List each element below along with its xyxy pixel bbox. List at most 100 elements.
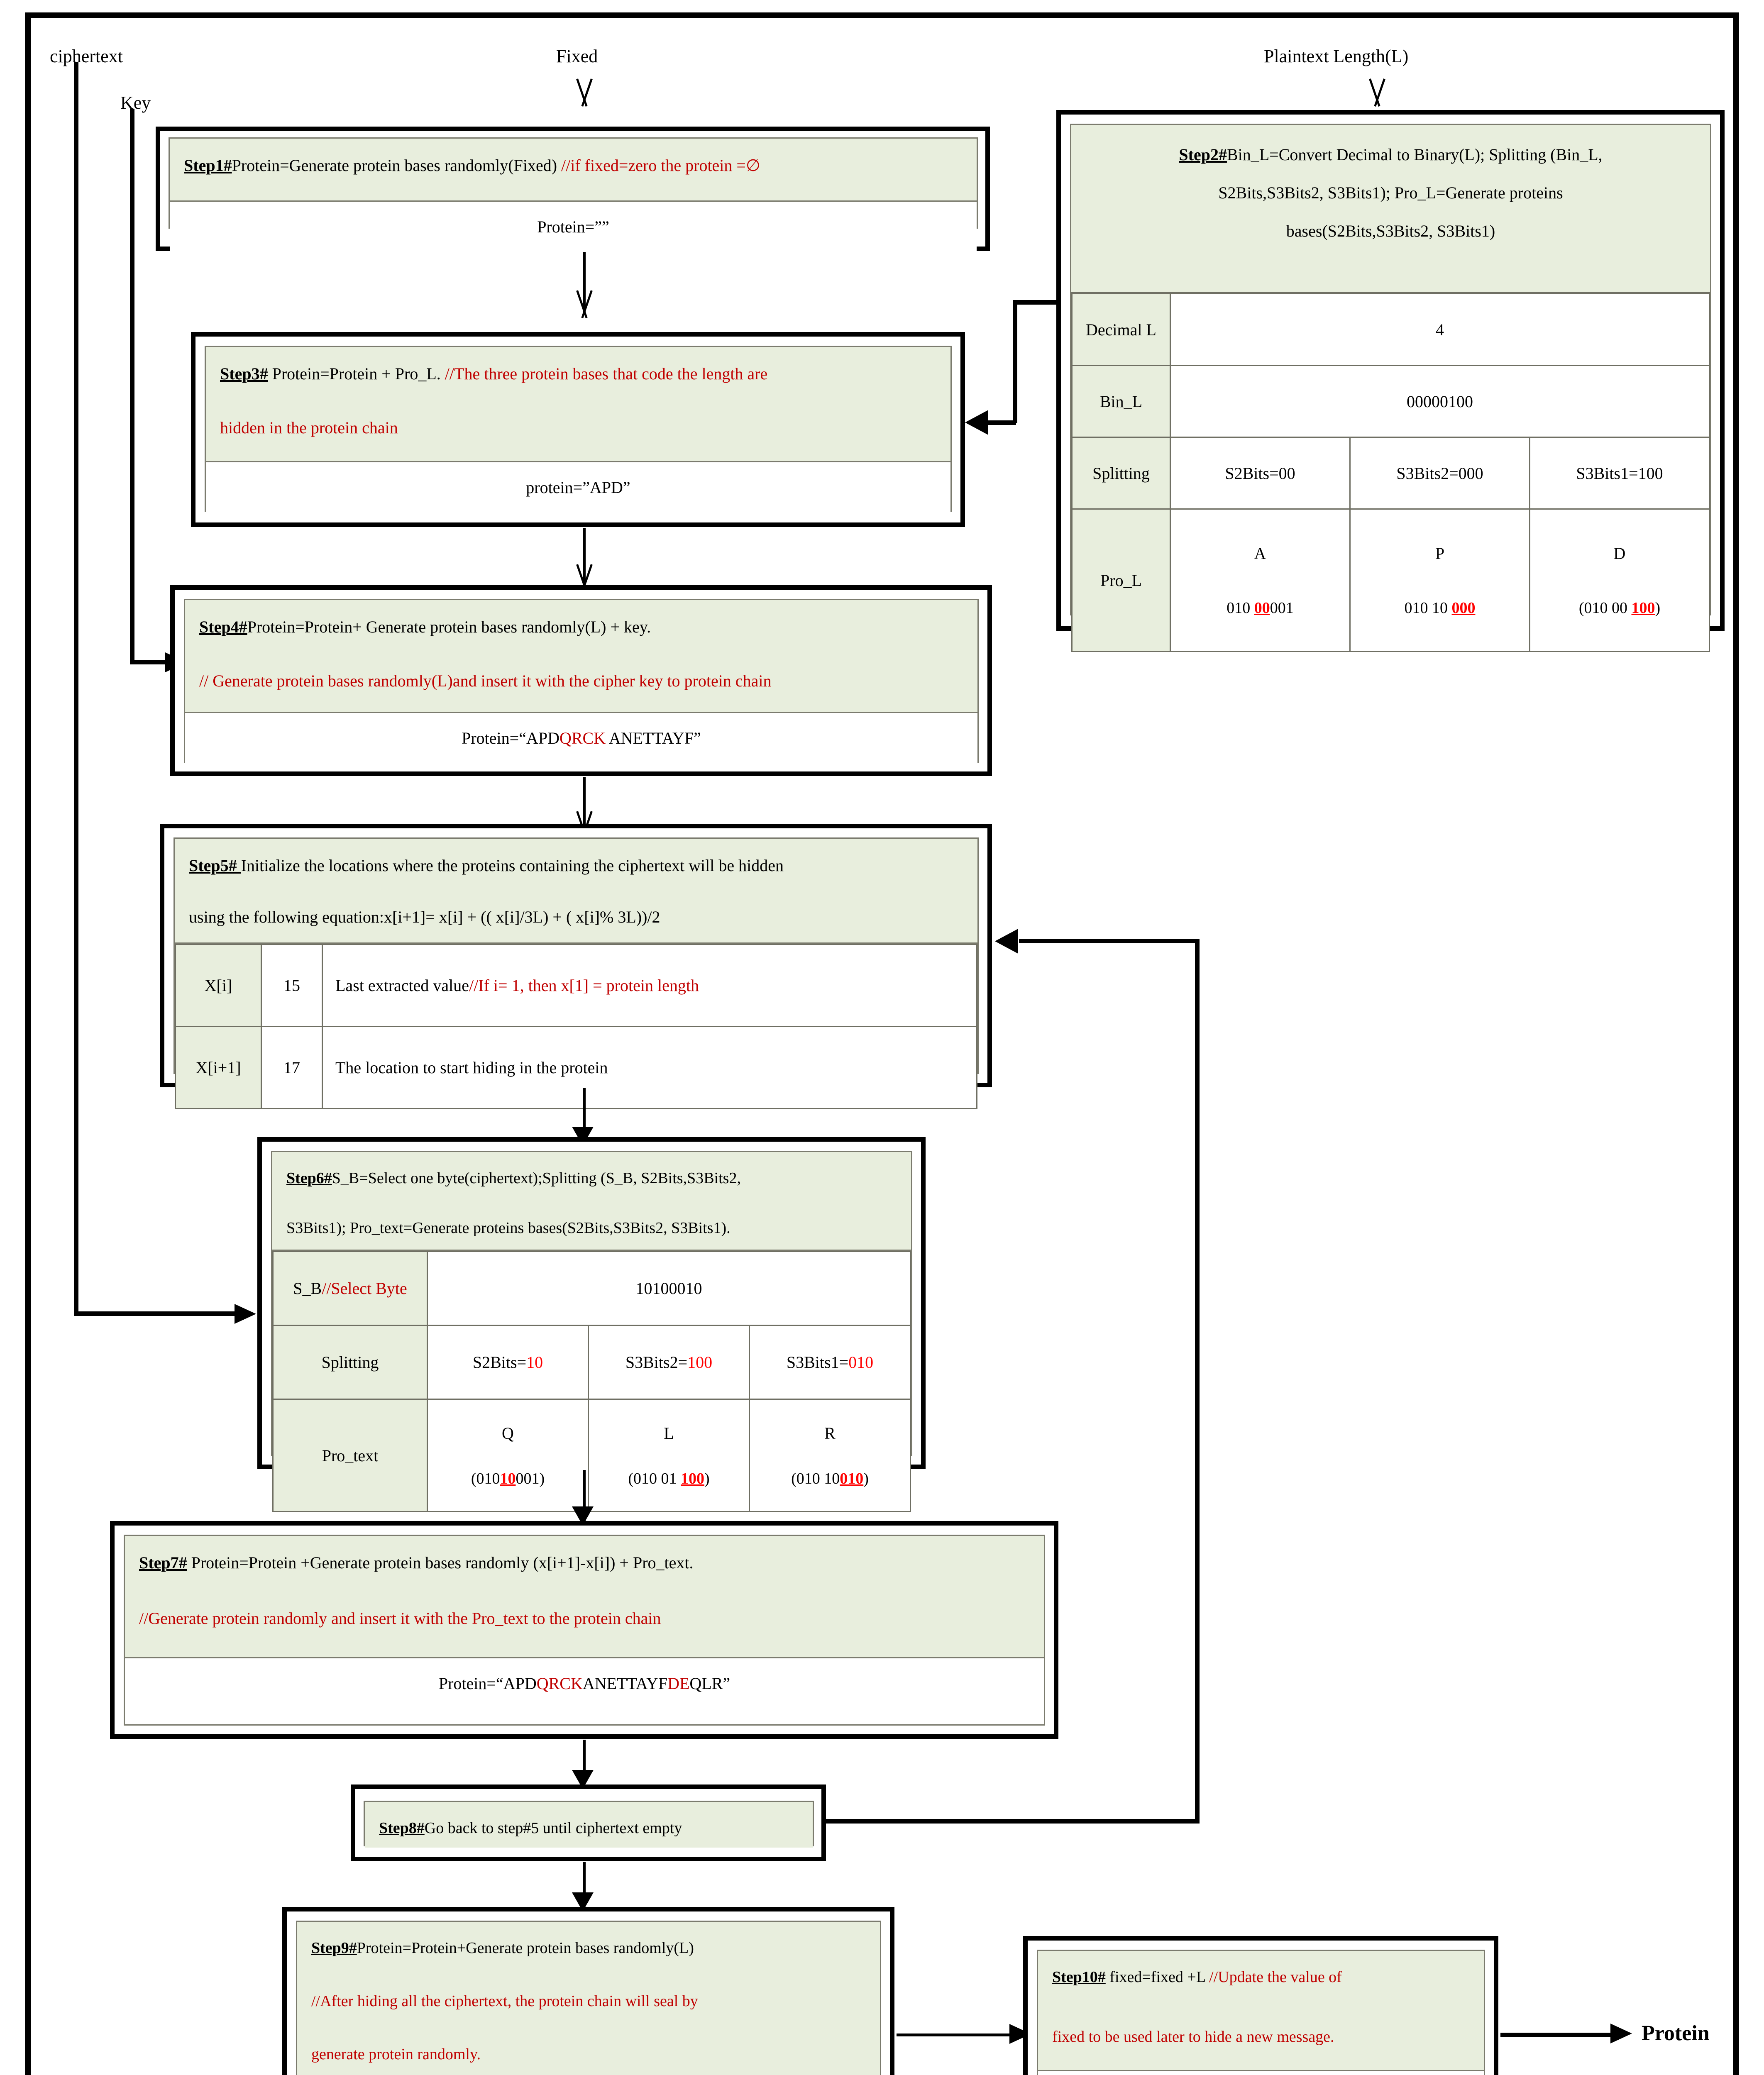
- step2-prol-bits-2-pre: (010 00: [1578, 599, 1632, 617]
- step4-value-post: ANETTAYF”: [606, 729, 701, 747]
- step2-row-splitting: Splitting S2Bits=00 S3Bits2=000 S3Bits1=…: [1071, 437, 1710, 510]
- step2-prol-cell-0: A 010 00001: [1170, 508, 1351, 652]
- step2-box: Step2#Bin_L=Convert Decimal to Binary(L)…: [1056, 110, 1725, 652]
- step5-head-l1: Initialize the locations where the prote…: [241, 856, 784, 875]
- arrowhead-step1-step3: [575, 290, 594, 317]
- step5-header: Step5# Initialize the locations where th…: [175, 839, 977, 944]
- step6-table: S_B//Select Byte 10100010 Splitting S2Bi…: [272, 1251, 911, 1512]
- step2-splitting-2: S3Bits1=100: [1529, 437, 1710, 510]
- step2-inner: Step2#Bin_L=Convert Decimal to Binary(L)…: [1070, 124, 1711, 652]
- step5-head-l2: using the following equation:x[i+1]= x[i…: [189, 908, 660, 926]
- line-step1-step3: [583, 252, 586, 312]
- step6-protext-cell-1: L (010 01 100): [588, 1399, 750, 1512]
- line-ciphertext-horizontal: [74, 1311, 238, 1316]
- step2-prol-letter-1: P: [1435, 544, 1445, 563]
- step2-prol-cell-2: D (010 00 100): [1529, 508, 1710, 652]
- line-step3-step4: [583, 528, 586, 586]
- step2-prol-cell-1: P 010 10 000: [1349, 508, 1530, 652]
- step10-head-red-l1: //Update the value of: [1209, 1968, 1342, 1986]
- step6-protext-bits-0-post: 001): [516, 1470, 545, 1487]
- step2-splitting-label: Splitting: [1071, 437, 1171, 510]
- step6-protext-bits-0-hl: 10: [500, 1470, 516, 1487]
- step8-header: Step8#Go back to step#5 until ciphertext…: [365, 1802, 813, 1848]
- label-fixed: Fixed: [556, 46, 598, 66]
- step7-head-black: Protein=Protein +Generate protein bases …: [187, 1553, 694, 1572]
- step2-decimal-label: Decimal L: [1071, 293, 1171, 366]
- step6-inner: Step6#S_B=Select one byte(ciphertext);Sp…: [271, 1151, 912, 1512]
- step2-row-prol: Pro_L A 010 00001 P 010 10 000: [1071, 508, 1710, 652]
- step6-row-protext: Pro_text Q (01010001) L (010 01 100) R (…: [272, 1399, 911, 1512]
- step5-row-1: X[i+1] 17 The location to start hiding i…: [175, 1026, 977, 1109]
- line-step9-step10: [897, 2034, 1015, 2036]
- step6-protext-bits-0-pre: (010: [471, 1470, 500, 1487]
- step1-header: Step1#Protein=Generate protein bases ran…: [170, 139, 977, 202]
- step3-value: protein=”APD”: [526, 478, 630, 497]
- step4-header: Step4#Protein=Protein+ Generate protein …: [185, 600, 977, 713]
- step5-row-1-value: 17: [261, 1026, 323, 1109]
- step2-prol-bits-0-pre: 010: [1226, 599, 1254, 617]
- step5-table: X[i] 15 Last extracted value//If i= 1, t…: [175, 944, 977, 1109]
- step6-header: Step6#S_B=Select one byte(ciphertext);Sp…: [272, 1152, 911, 1251]
- step10-value-row: Fixed=4// fixed=0+4: [1038, 2071, 1484, 2075]
- step3-id: Step3#: [220, 364, 268, 383]
- step7-header: Step7# Protein=Protein +Generate protein…: [125, 1536, 1044, 1658]
- step3-head-black: Protein=Protein + Pro_L.: [268, 364, 445, 383]
- label-plaintext-length: Plaintext Length(L): [1264, 46, 1409, 66]
- step1-head-red: //if fixed=zero the protein =∅: [561, 156, 760, 175]
- step8-id: Step8#: [379, 1819, 425, 1837]
- step5-id: Step5#: [189, 856, 241, 875]
- step3-head-red-l1: //The three protein bases that code the …: [445, 364, 768, 383]
- line-step10-output: [1500, 2033, 1619, 2037]
- step1-box: Step1#Protein=Generate protein bases ran…: [156, 127, 990, 252]
- step4-head-red: // Generate protein bases randomly(L)and…: [199, 671, 772, 690]
- line-ciphertext-vertical: [74, 62, 78, 1314]
- step2-head-l3: bases(S2Bits,S3Bits2, S3Bits1): [1286, 222, 1495, 240]
- step6-splitting-0-k: S2Bits=: [472, 1353, 527, 1372]
- step6-splitting-2-v: 010: [848, 1353, 874, 1372]
- step6-splitting-1-k: S3Bits2=: [625, 1353, 688, 1372]
- line-key-vertical: [130, 109, 134, 662]
- step6-protext-bits-2-pre: (010 10: [791, 1470, 840, 1487]
- step6-row-sb: S_B//Select Byte 10100010: [272, 1251, 911, 1326]
- step8-inner: Step8#Go back to step#5 until ciphertext…: [364, 1801, 814, 1848]
- step7-value-mid: ANETTAYF: [582, 1674, 668, 1693]
- step5-row-0-desc-black: Last extracted value: [335, 976, 469, 995]
- step5-box: Step5# Initialize the locations where th…: [160, 824, 992, 1109]
- step7-box: Step7# Protein=Protein +Generate protein…: [110, 1521, 1058, 1739]
- step6-protext-bits-1-post: ): [704, 1470, 710, 1487]
- label-output-protein: Protein: [1642, 2021, 1710, 2045]
- step8-box: Step8#Go back to step#5 until ciphertext…: [351, 1784, 826, 1861]
- line-step8-loop-bottom: [824, 1819, 1200, 1824]
- step5-row-1-desc: The location to start hiding in the prot…: [322, 1026, 977, 1109]
- step1-inner: Step1#Protein=Generate protein bases ran…: [169, 137, 978, 252]
- line-step5-step6: [583, 1088, 586, 1142]
- step9-head-black: Protein=Protein+Generate protein bases r…: [357, 1939, 694, 1957]
- step7-value-row: Protein=“APDQRCKANETTAYFDEQLR”: [125, 1658, 1044, 1709]
- step2-prol-letter-0: A: [1254, 544, 1266, 563]
- step6-id: Step6#: [286, 1169, 332, 1187]
- step7-value-red2: DE: [667, 1674, 690, 1693]
- step1-id: Step1#: [184, 156, 232, 175]
- step2-prol-letter-2: D: [1613, 544, 1626, 563]
- step2-prol-bits-0-post: 001: [1270, 599, 1294, 617]
- step10-head-black: fixed=fixed +L: [1105, 1968, 1209, 1986]
- step6-splitting-1-v: 100: [687, 1353, 713, 1372]
- step9-head-red-l2: generate protein randomly.: [311, 2046, 481, 2063]
- step4-inner: Step4#Protein=Protein+ Generate protein …: [184, 599, 979, 764]
- step9-box: Step9#Protein=Protein+Generate protein b…: [282, 1907, 894, 2075]
- step3-inner: Step3# Protein=Protein + Pro_L. //The th…: [205, 346, 952, 513]
- step10-box: Step10# fixed=fixed +L //Update the valu…: [1023, 1936, 1498, 2075]
- step2-row-bin: Bin_L 00000100: [1071, 365, 1710, 438]
- step5-row-1-label: X[i+1]: [175, 1026, 262, 1109]
- step2-prol-bits-2-post: ): [1655, 599, 1661, 617]
- line-step2-step3-bottom: [987, 420, 1016, 425]
- step6-sb-label-black: S_B: [293, 1279, 322, 1298]
- step2-splitting-0: S2Bits=00: [1170, 437, 1351, 510]
- step2-bin-value: 00000100: [1170, 365, 1710, 438]
- line-step2-step3-top: [1013, 300, 1060, 305]
- step7-inner: Step7# Protein=Protein +Generate protein…: [124, 1535, 1045, 1726]
- step6-sb-label-red: //Select Byte: [322, 1279, 407, 1298]
- step6-splitting-1: S3Bits2=100: [588, 1325, 750, 1400]
- step2-header: Step2#Bin_L=Convert Decimal to Binary(L)…: [1071, 125, 1710, 293]
